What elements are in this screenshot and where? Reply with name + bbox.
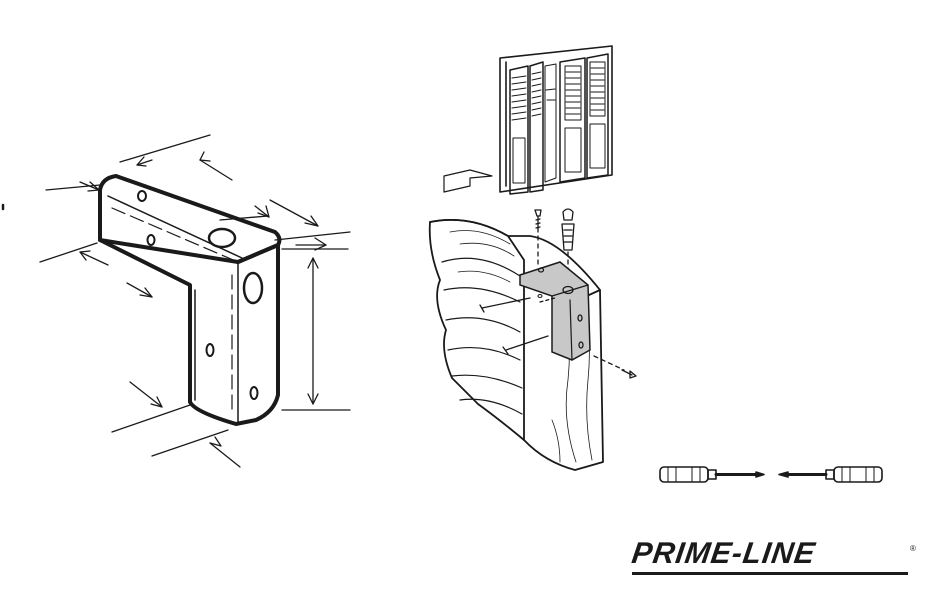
brand-logo: PRIME-LINE: [630, 537, 818, 571]
dimension-arrows: [3, 135, 350, 467]
brand-underline: [632, 572, 908, 575]
bifold-door-icon: [444, 46, 612, 194]
l-bracket: [100, 176, 279, 424]
registered-mark: ®: [910, 544, 916, 553]
wall-installation-diagram: [430, 209, 636, 470]
screwdriver-icon: [660, 467, 882, 482]
